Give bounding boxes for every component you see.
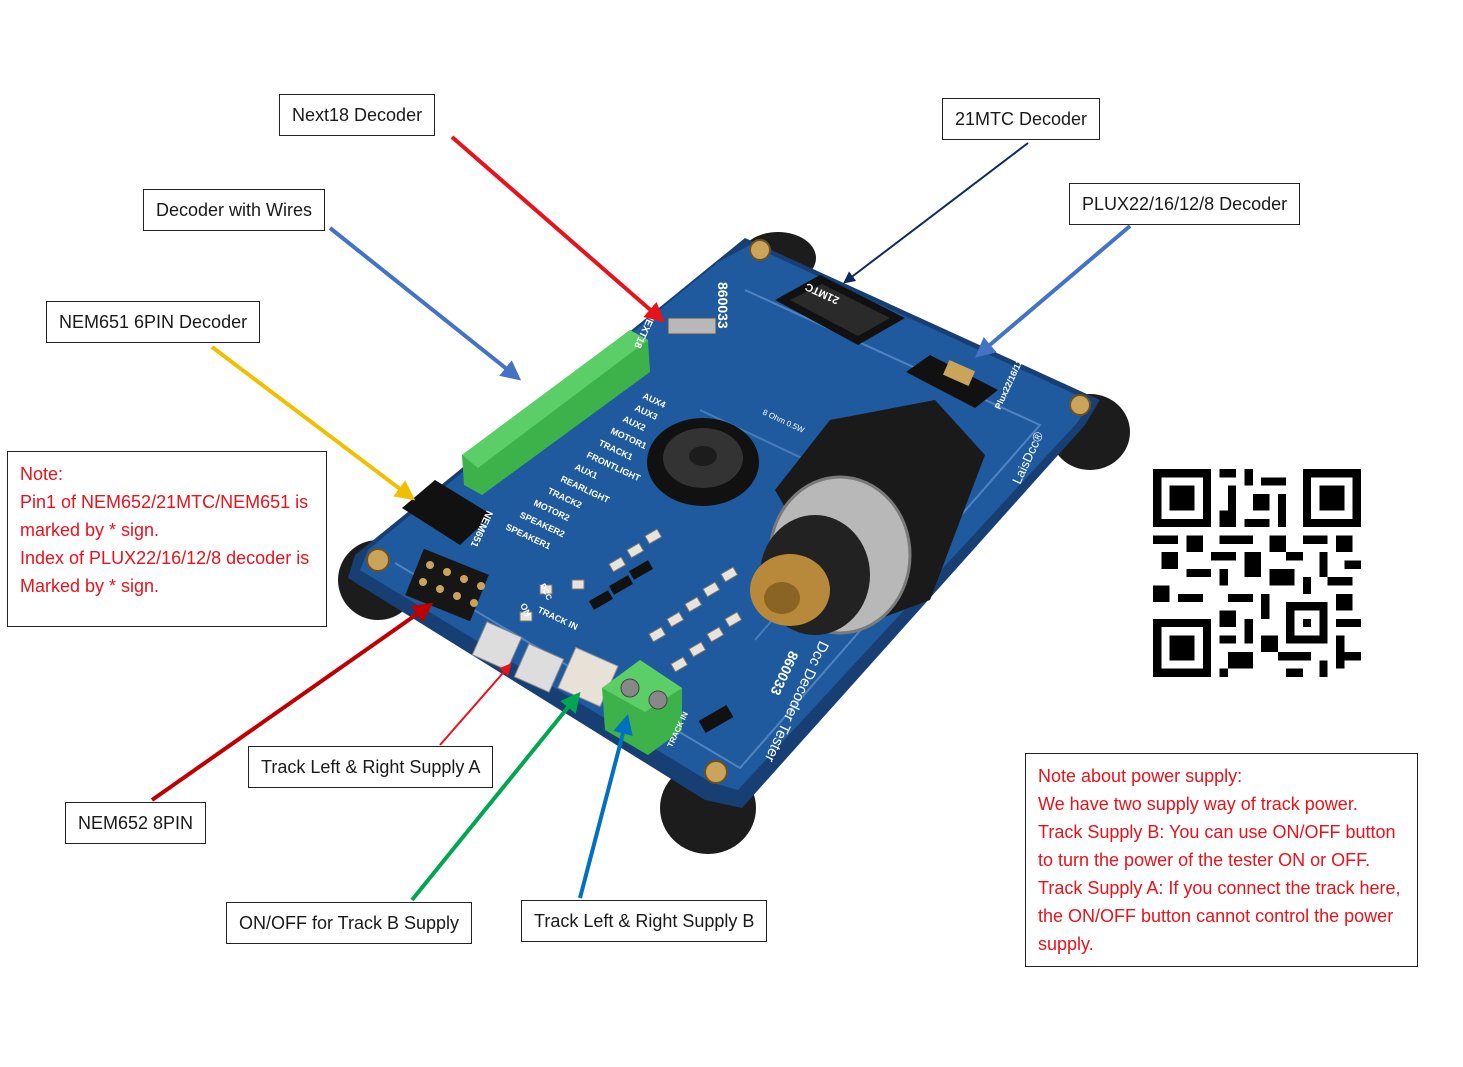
power-note-line: Note about power supply: [1038,766,1243,786]
power-note-line: the ON/OFF button cannot control the pow… [1038,906,1394,926]
power-note-line: supply. [1038,934,1094,954]
wires-decoder-label: Decoder with Wires [143,189,326,231]
nem651-socket [402,480,492,545]
pin-note-line: Note: [20,464,64,484]
wires-arrow [328,226,522,381]
led-array [519,528,743,673]
power-note-line: Track Supply B: You can use ON/OFF butto… [1038,822,1396,842]
pin-note-line: marked by * sign. [20,520,160,540]
pin-note: Note: Pin1 of NEM652/21MTC/NEM651 is mar… [7,451,327,627]
power-note-line: We have two supply way of track power. [1038,794,1358,814]
pin-note-line: Index of PLUX22/16/12/8 decoder is [20,548,310,568]
mtc21-socket [775,275,905,345]
onoff-label: ON/OFF for Track B Supply [226,902,473,944]
supplyA-arrow [439,663,512,746]
mtc21-decoder-label: 21MTC Decoder [942,98,1101,140]
supplyB-arrow [578,714,633,899]
nem652-arrow [150,602,434,802]
next18-socket [667,317,717,335]
plux-decoder-label: PLUX22/16/12/8 Decoder [1069,183,1301,225]
onoff-arrow [410,691,581,902]
power-note-line: to turn the power of the tester ON or OF… [1038,850,1371,870]
pin-note-line: Marked by * sign. [20,576,160,596]
rotary-knob [750,400,985,635]
nem651-decoder-label: NEM651 6PIN Decoder [46,301,261,343]
plux-socket [906,355,998,408]
supply-b-label: Track Left & Right Supply B [521,900,768,942]
board-code-top: 860033 [715,282,731,329]
qr-code [1153,469,1361,677]
next18-arrow [450,135,666,323]
screws [366,239,1091,784]
next18-decoder-label: Next18 Decoder [279,94,436,136]
mtc21-arrow [843,142,1029,284]
power-note-line: Track Supply A: If you connect the track… [1038,878,1401,898]
speaker [647,418,759,506]
supply-a-label: Track Left & Right Supply A [248,746,494,788]
nem651-arrow [210,345,416,501]
plux-arrow [974,224,1132,358]
callout-arrows [150,135,1132,902]
ic-chips [588,560,734,734]
power-note: Note about power supply: We have two sup… [1025,753,1418,967]
wire-terminal-block [462,330,650,495]
nem652-label: NEM652 8PIN [65,802,207,844]
track-supply-pads [471,621,565,693]
pin-note-line: Pin1 of NEM652/21MTC/NEM651 is [20,492,309,512]
